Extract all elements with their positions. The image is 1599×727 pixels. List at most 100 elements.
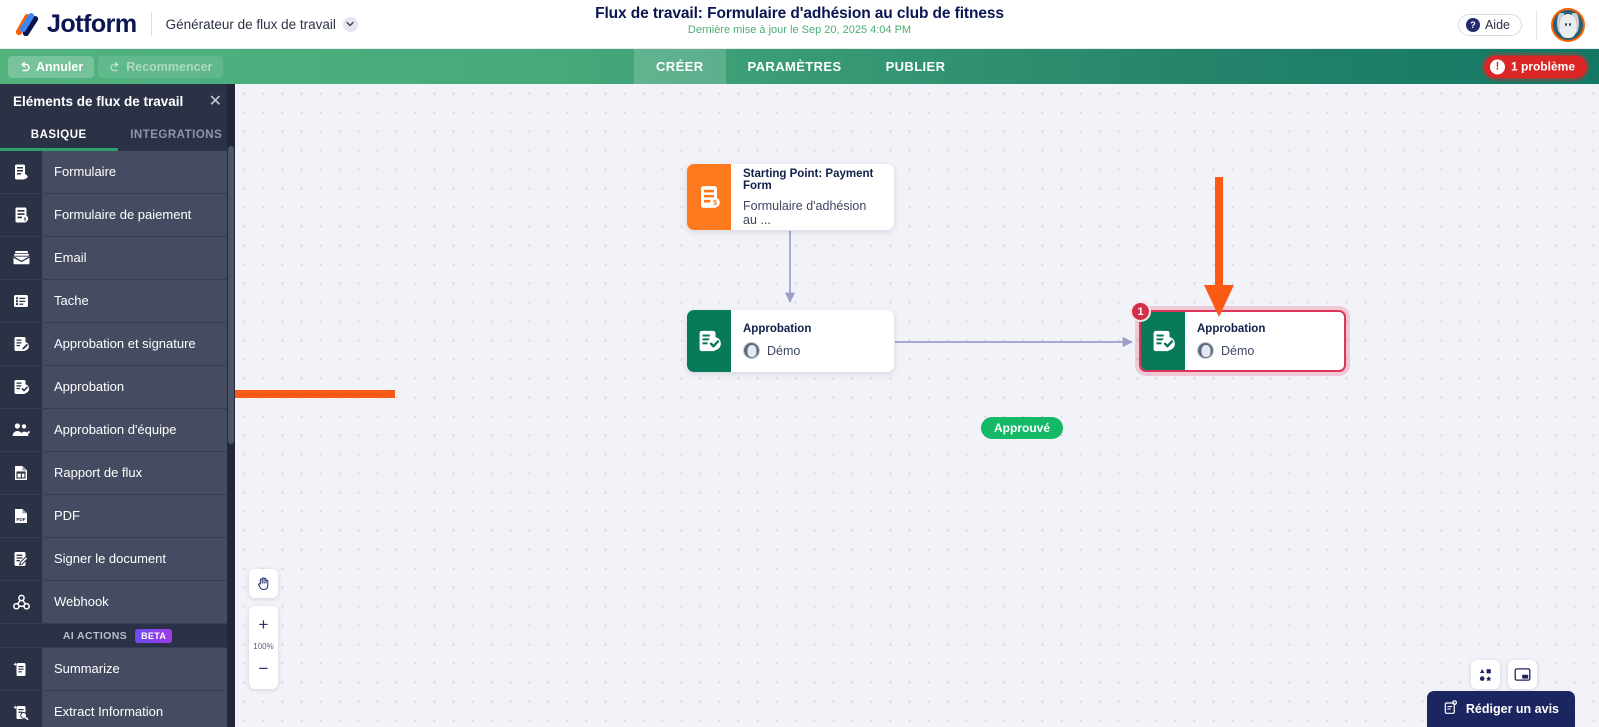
sidebar-item-signer-le-document[interactable]: Signer le document [0,538,235,581]
approval-signature-icon [0,323,42,365]
team-approval-icon [0,409,42,451]
sidebar-item-pdf[interactable]: PDF PDF [0,495,235,538]
node-body: Starting Point: Payment Form Formulaire … [731,164,894,230]
node-starting-point-payment-form[interactable]: $ Starting Point: Payment Form Formulair… [687,164,894,230]
zoom-in-button[interactable]: + [258,615,269,634]
nav-tabs: CRÉER PARAMÈTRES PUBLIER [634,49,967,84]
sidebar-item-formulaire-de-paiement[interactable]: $ Formulaire de paiement [0,194,235,237]
summarize-icon [0,648,42,690]
extract-information-icon [0,691,42,727]
sidebar-item-label: Webhook [54,593,109,609]
avatar[interactable] [1551,7,1585,42]
task-list-icon [0,280,42,322]
section-label: AI ACTIONS [62,629,128,642]
sidebar-item-formulaire[interactable]: Formulaire [0,151,235,194]
tab-basique[interactable]: BASIQUE [0,119,118,151]
app-switcher[interactable]: Générateur de flux de travail [165,16,358,32]
sidebar-item-approbation[interactable]: Approbation [0,366,235,409]
redo-button[interactable]: Recommencer [98,55,224,78]
node-body: Approbation Démo [731,310,823,372]
sidebar-item-label: Signer le document [54,550,167,566]
sidebar-scrollbar-thumb[interactable] [228,146,234,444]
avatar-face [747,345,756,357]
form-icon [0,151,42,193]
sidebar-item-webhook[interactable]: Webhook [0,581,235,624]
sidebar-item-label: Approbation d'équipe [54,421,177,437]
sidebar-item-label: Summarize [54,660,120,676]
edge-label-approuve[interactable]: Approuvé [981,417,1064,439]
assignee-avatar [743,342,760,359]
sidebar-item-tache[interactable]: Tache [0,280,235,323]
minimap-icon[interactable] [1508,660,1537,689]
sidebar-item-label: Formulaire [54,163,117,179]
zoom-out-button[interactable]: − [258,659,269,678]
sidebar-item-label: Approbation et signature [54,335,196,351]
avatar-face [1201,345,1210,357]
annotation-arrow-left [235,390,395,398]
sidebar-item-email[interactable]: Email [0,237,235,280]
approval-icon [0,366,42,408]
feedback-button[interactable]: Rédiger un avis [1426,691,1575,727]
question-circle-icon: ? [1465,17,1480,32]
sidebar-item-label: Email [54,249,87,265]
avatar-divider [1536,9,1537,40]
payment-form-icon: $ [687,164,731,230]
logo-divider [150,12,152,36]
sidebar-item-label: Tache [54,292,89,308]
node-error-badge[interactable]: 1 [1130,301,1151,322]
svg-text:$: $ [713,200,717,207]
sidebar-item-summarize[interactable]: Summarize [0,648,235,691]
assignee-avatar [1197,342,1214,359]
close-icon[interactable]: ✕ [208,92,222,110]
tab-publier[interactable]: PUBLIER [885,59,946,74]
node-approbation-2[interactable]: 1 Approbation Démo [1130,301,1346,372]
tab-parametres[interactable]: PARAMÈTRES [747,59,842,74]
pan-hand-icon[interactable] [249,569,278,598]
issue-count-label: 1 problème [1510,59,1575,74]
sidebar-item-label: Rapport de flux [54,464,143,480]
sidebar-item-approbation-dequipe[interactable]: Approbation d'équipe [0,409,235,452]
shapes-icon[interactable] [1471,660,1500,689]
annotation-arrow-down [1204,177,1234,317]
sidebar-scrollbar[interactable] [227,84,235,727]
beta-badge: BETA [135,628,173,643]
feedback-note-icon [1443,700,1458,718]
assignee-name: Démo [1221,343,1255,358]
workflow-elements-sidebar: Eléments de flux de travail ✕ BASIQUE IN… [0,84,235,727]
node-title: Starting Point: Payment Form [743,167,874,192]
workflow-canvas[interactable]: $ Starting Point: Payment Form Formulair… [235,84,1599,727]
sidebar-section-ai-actions: AI ACTIONS BETA [0,624,235,648]
redo-arrow-icon [110,61,119,71]
exclamation-circle-icon: ! [1489,59,1505,74]
chevron-down-icon[interactable] [342,16,358,32]
brand-logo[interactable]: Jotform [14,10,137,39]
node-body: Approbation Démo [1185,312,1277,370]
sidebar-tabs: BASIQUE INTEGRATIONS [0,119,235,151]
tab-integrations[interactable]: INTEGRATIONS [130,129,223,141]
assignee-name: Démo [767,343,801,358]
app-name-label: Générateur de flux de travail [165,16,336,32]
sidebar-item-approbation-et-signature[interactable]: Approbation et signature [0,323,235,366]
node-approbation-1[interactable]: Approbation Démo [687,310,894,372]
undo-button[interactable]: Annuler [8,55,95,78]
sidebar-item-rapport-de-flux[interactable]: Rapport de flux [0,452,235,495]
node-subtitle: Formulaire d'adhésion au ... [743,198,867,227]
avatar-eye-right [1569,22,1571,26]
report-icon [0,452,42,494]
webhook-icon [0,581,42,623]
sidebar-element-list: Formulaire $ Formulaire de paiement Emai… [0,151,235,727]
payment-form-icon: $ [0,194,42,236]
zoom-level-label: 100% [253,642,274,651]
history-buttons: Annuler Recommencer [8,55,224,78]
svg-text:$: $ [24,217,27,222]
workflow-nav-bar: Annuler Recommencer CRÉER PARAMÈTRES PUB… [0,49,1599,84]
help-button[interactable]: ? Aide [1457,13,1522,36]
top-bar-actions: ? Aide [1457,0,1599,49]
top-bar: Jotform Générateur de flux de travail Fl… [0,0,1599,49]
email-icon [0,237,42,279]
sidebar-item-extract-information[interactable]: Extract Information [0,691,235,727]
status-badge[interactable]: ! 1 problème [1483,55,1587,78]
tab-creer[interactable]: CRÉER [634,49,726,84]
zoom-controls: + 100% − [249,606,278,689]
pdf-icon: PDF [0,495,42,537]
